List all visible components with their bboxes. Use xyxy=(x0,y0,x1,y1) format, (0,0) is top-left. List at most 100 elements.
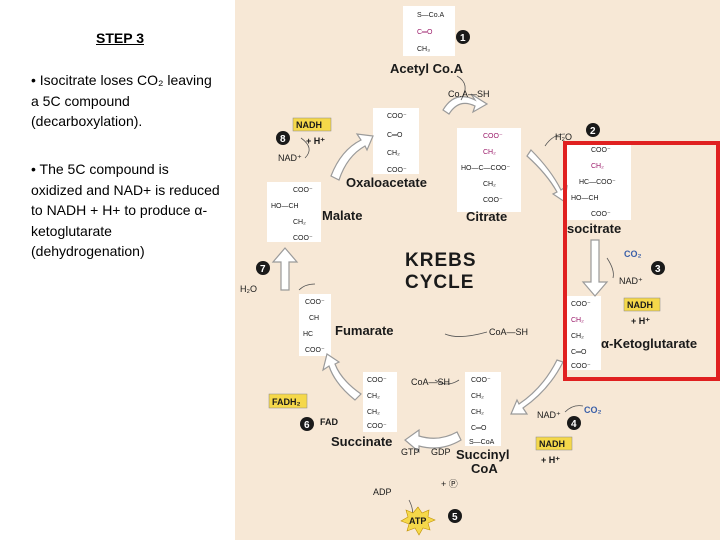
fadh2-label: FADH₂ xyxy=(272,397,301,407)
h-plus-step-3: + H⁺ xyxy=(631,316,650,326)
nadh-box-step-4 xyxy=(535,436,573,451)
label-succinyl-coa: CoA xyxy=(471,461,498,476)
svg-text:COO⁻: COO⁻ xyxy=(591,147,611,154)
svg-text:COO⁻: COO⁻ xyxy=(293,235,313,242)
arrow-step-7 xyxy=(271,247,299,291)
atp-burst xyxy=(400,506,436,536)
arrow-step-8 xyxy=(330,133,374,181)
svg-text:7: 7 xyxy=(260,264,266,275)
krebs-cycle-diagram: S—Co.A C═O CH₃ COO⁻ C═O CH₂ COO⁻ COO⁻ CH… xyxy=(235,0,720,540)
svg-text:5: 5 xyxy=(452,512,458,523)
co2-step-3: CO₂ xyxy=(624,249,642,259)
svg-text:CH₂: CH₂ xyxy=(483,181,496,188)
svg-text:HO—C—COO⁻: HO—C—COO⁻ xyxy=(461,165,511,172)
oxaloacetate-structure-box xyxy=(373,108,419,174)
label-malate: Malate xyxy=(322,208,362,223)
label-succinyl: Succinyl xyxy=(456,447,509,462)
svg-text:COO⁻: COO⁻ xyxy=(483,197,503,204)
svg-text:HC: HC xyxy=(303,331,313,338)
label-succinate: Succinate xyxy=(331,434,392,449)
step-number-4: 4 xyxy=(567,416,581,430)
svg-text:COO⁻: COO⁻ xyxy=(483,133,503,140)
h2o-step-7: H₂O xyxy=(240,284,257,294)
svg-text:8: 8 xyxy=(280,134,286,145)
svg-text:COO⁻: COO⁻ xyxy=(571,363,591,370)
succinate-structure: COO⁻ CH₂ CH₂ COO⁻ xyxy=(367,377,387,430)
step-number-7: 7 xyxy=(256,261,270,275)
succinate-structure-box xyxy=(363,372,397,432)
svg-text:CH₃: CH₃ xyxy=(417,46,430,53)
svg-text:CH₂: CH₂ xyxy=(591,163,604,170)
svg-text:CH₂: CH₂ xyxy=(367,393,380,400)
acetyl-structure-box xyxy=(403,6,455,56)
nadh-step-3: NADH xyxy=(627,300,653,310)
acetyl-structure: S—Co.A C═O CH₃ xyxy=(417,12,445,53)
svg-text:C═O: C═O xyxy=(471,425,487,432)
arrow-step-5 xyxy=(404,428,462,454)
fumarate-structure: COO⁻ CH HC COO⁻ xyxy=(303,299,325,354)
nad-step-8: NAD⁺ xyxy=(278,153,302,163)
isocitrate-structure: COO⁻ CH₂ HC—COO⁻ HO—CH COO⁻ xyxy=(571,147,616,218)
svg-text:COO⁻: COO⁻ xyxy=(387,167,407,174)
svg-text:CH₂: CH₂ xyxy=(571,333,584,340)
adp-label: ADP xyxy=(373,487,392,497)
oxaloacetate-structure: COO⁻ C═O CH₂ COO⁻ xyxy=(387,113,407,174)
label-fumarate: Fumarate xyxy=(335,323,394,338)
succinyl-structure-box xyxy=(465,372,501,446)
step-number-5: 5 xyxy=(448,509,462,523)
svg-text:3: 3 xyxy=(655,264,661,275)
svg-text:HO—CH: HO—CH xyxy=(571,195,599,202)
label-citrate: Citrate xyxy=(466,209,507,224)
text-panel: STEP 3 • Isocitrate loses CO₂ leaving a … xyxy=(0,0,235,540)
fumarate-structure-box xyxy=(299,294,331,356)
bullet-dehydrogenation: • The 5C compound is oxidized and NAD+ i… xyxy=(31,161,220,259)
arrow-step-3 xyxy=(581,239,609,297)
svg-text:COO⁻: COO⁻ xyxy=(571,301,591,308)
malate-structure-box xyxy=(267,182,321,242)
svg-text:HO—CH: HO—CH xyxy=(271,203,299,210)
svg-text:CH₂: CH₂ xyxy=(471,409,484,416)
nadh-box-step-8 xyxy=(292,117,332,132)
svg-text:COO⁻: COO⁻ xyxy=(387,113,407,120)
arrow-step-2 xyxy=(526,149,568,204)
citrate-structure-box xyxy=(457,128,521,212)
svg-text:COO⁻: COO⁻ xyxy=(471,377,491,384)
nad-step-3: NAD⁺ xyxy=(619,276,643,286)
cycle-title-line-2: CYCLE xyxy=(405,272,474,293)
nadh-step-4: NADH xyxy=(539,439,565,449)
svg-text:2: 2 xyxy=(590,126,596,137)
svg-text:C═O: C═O xyxy=(387,132,403,139)
svg-text:CH: CH xyxy=(309,315,319,322)
step-number-3: 3 xyxy=(651,261,665,275)
highlight-step-3 xyxy=(563,141,720,381)
fadh2-box xyxy=(268,393,308,409)
step-number-6: 6 xyxy=(300,417,314,431)
svg-text:S—CoA: S—CoA xyxy=(469,439,495,446)
side-reaction-lines xyxy=(298,75,614,519)
bullet-decarboxylation: • Isocitrate loses CO₂ leaving a 5C comp… xyxy=(31,72,212,129)
svg-text:C═O: C═O xyxy=(417,29,433,36)
step-title: STEP 3 xyxy=(96,30,144,46)
svg-text:CH₂: CH₂ xyxy=(471,393,484,400)
svg-text:COO⁻: COO⁻ xyxy=(367,423,387,430)
pi-label: + Ⓟ xyxy=(441,479,458,489)
svg-text:CH₂: CH₂ xyxy=(387,150,400,157)
step-number-2: 2 xyxy=(586,123,600,137)
nad-step-4: NAD⁺ xyxy=(537,410,561,420)
svg-text:1: 1 xyxy=(460,33,466,44)
svg-text:COO⁻: COO⁻ xyxy=(305,299,325,306)
label-ketoglutarate: α-Ketoglutarate xyxy=(601,336,697,351)
malate-structure: COO⁻ HO—CH CH₂ COO⁻ xyxy=(271,187,313,242)
arrow-step-4 xyxy=(510,359,564,415)
atp-label: ATP xyxy=(409,516,426,526)
succinyl-structure: COO⁻ CH₂ CH₂ C═O S—CoA xyxy=(469,377,495,446)
gtp-label: GTP xyxy=(401,447,420,457)
citrate-structure: COO⁻ CH₂ HO—C—COO⁻ CH₂ COO⁻ xyxy=(461,133,511,204)
co2-step-4: CO₂ xyxy=(584,405,602,415)
svg-text:CH₂: CH₂ xyxy=(367,409,380,416)
step-number-1: 1 xyxy=(456,30,470,44)
label-acetyl-coa: Acetyl Co.A xyxy=(390,61,464,76)
isocitrate-structure-box xyxy=(565,142,631,220)
svg-text:CH₂: CH₂ xyxy=(483,149,496,156)
nadh-box-step-3 xyxy=(623,297,661,312)
